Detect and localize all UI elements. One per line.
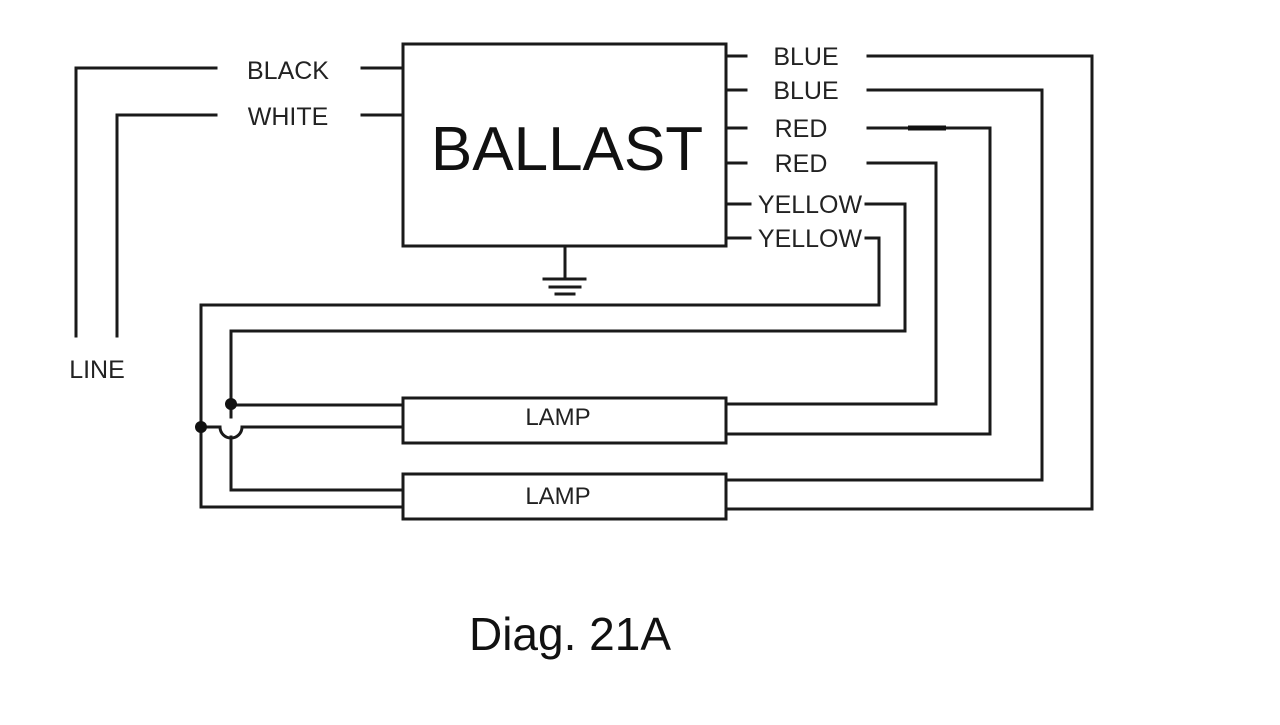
line-black-wire	[74, 66, 218, 338]
lamp-2-label: LAMP	[525, 483, 590, 510]
black-wire-label: BLACK	[247, 57, 329, 85]
white-wire-label: WHITE	[248, 103, 329, 131]
red2-label: RED	[775, 150, 828, 178]
yellow1-wire	[229, 202, 907, 407]
blue2-wire	[724, 88, 1044, 482]
yellow2-label: YELLOW	[758, 225, 863, 253]
blue1-wire	[724, 54, 1094, 511]
yellow2-wire	[199, 236, 881, 509]
yellow1-label: YELLOW	[758, 191, 863, 219]
junction-dot-lower	[195, 421, 207, 433]
yellow1-down-lower	[229, 435, 405, 492]
diagram-caption: Diag. 21A	[469, 608, 671, 660]
ground-icon	[542, 244, 587, 296]
red1-wire	[724, 126, 992, 436]
red2-wire	[724, 161, 938, 406]
lamp-1-label: LAMP	[525, 404, 590, 431]
blue2-label: BLUE	[773, 77, 838, 105]
line-label: LINE	[69, 356, 125, 384]
lamp-1	[401, 396, 728, 445]
junction-dot-upper	[225, 398, 237, 410]
blue1-label: BLUE	[773, 43, 838, 71]
red1-label: RED	[775, 115, 828, 143]
line-white-wire	[115, 113, 218, 338]
lamp-2	[401, 472, 728, 521]
ballast-box	[401, 42, 728, 248]
ballast-label: BALLAST	[431, 115, 703, 184]
